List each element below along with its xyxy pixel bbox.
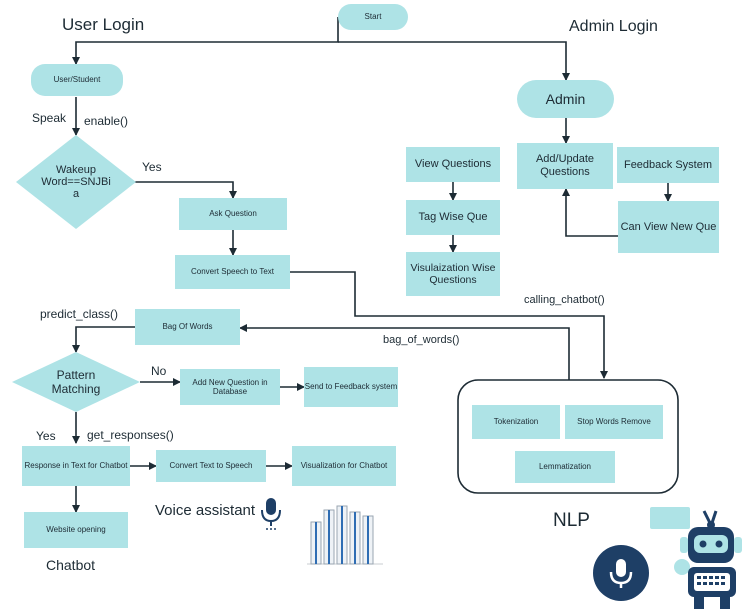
user-login-heading: User Login: [62, 15, 145, 34]
view-questions-node: View Questions: [406, 147, 500, 182]
voice-assistant-badge-icon: [593, 545, 649, 601]
microphone-icon: [261, 498, 281, 530]
get-responses-label: get_responses(): [87, 428, 174, 442]
wakeup-decision-shape: [16, 135, 136, 229]
convert-speech-node: Convert Speech to Text: [175, 255, 290, 289]
feedback-system-node: Feedback System: [617, 147, 719, 183]
chatbot-caption: Chatbot: [46, 557, 96, 573]
edge-convert-to-nlp: [290, 271, 608, 379]
pattern-decision-label: Pattern Matching: [51, 368, 101, 396]
add-new-question-node: Add New Question in Database: [180, 369, 280, 405]
nlp-caption: NLP: [553, 510, 590, 531]
yes-label-pattern: Yes: [36, 429, 56, 443]
speak-label: Speak: [32, 111, 67, 125]
pattern-decision-shape: [12, 352, 140, 412]
bag-of-words-node: Bag Of Words: [135, 309, 240, 345]
edge-nlp-to-bow: [239, 324, 570, 380]
calling-chatbot-label: calling_chatbot(): [524, 294, 605, 306]
yes-label-wakeup: Yes: [142, 160, 162, 174]
edge-wakeup-to-ask: [130, 181, 237, 199]
lemmatization-node: Lemmatization: [515, 451, 615, 483]
text-to-speech-node: Convert Text to Speech: [156, 450, 266, 482]
edge-bow-to-pattern: [72, 326, 135, 353]
nlp-container: [457, 379, 679, 494]
no-label: No: [151, 364, 167, 378]
add-update-node: Add/Update Questions: [517, 143, 613, 189]
visualization-wise-node: Visulaization Wise Questions: [406, 252, 500, 296]
user-student-node: User/Student: [31, 64, 123, 96]
bar-chart-graphic: [307, 505, 383, 565]
website-opening-node: Website opening: [24, 512, 128, 548]
visualization-chatbot-node: Visualization for Chatbot: [292, 446, 396, 486]
can-view-new-node: Can View New Que: [618, 201, 719, 253]
voice-assistant-caption: Voice assistant: [155, 502, 256, 519]
tag-wise-node: Tag Wise Que: [406, 200, 500, 235]
robot-icon: [650, 507, 742, 609]
response-text-node: Response in Text for Chatbot: [22, 446, 130, 486]
ask-question-node: Ask Question: [179, 198, 287, 230]
enable-label: enable(): [84, 114, 129, 128]
wakeup-decision-label: Wakeup Word==SNJBi a: [41, 164, 111, 200]
edge-start-to-admin: [338, 41, 570, 81]
start-node: Start: [338, 4, 408, 30]
predict-class-label: predict_class(): [40, 307, 119, 321]
admin-node: Admin: [517, 80, 614, 118]
send-feedback-node: Send to Feedback system: [304, 367, 398, 407]
bag-of-words-fn-label: bag_of_words(): [383, 334, 460, 346]
stop-words-node: Stop Words Remove: [565, 405, 663, 439]
tokenization-node: Tokenization: [472, 405, 560, 439]
edge-start-to-user: [72, 17, 339, 65]
edge-canview-to-addupdate: [562, 188, 618, 237]
admin-login-heading: Admin Login: [569, 18, 658, 35]
